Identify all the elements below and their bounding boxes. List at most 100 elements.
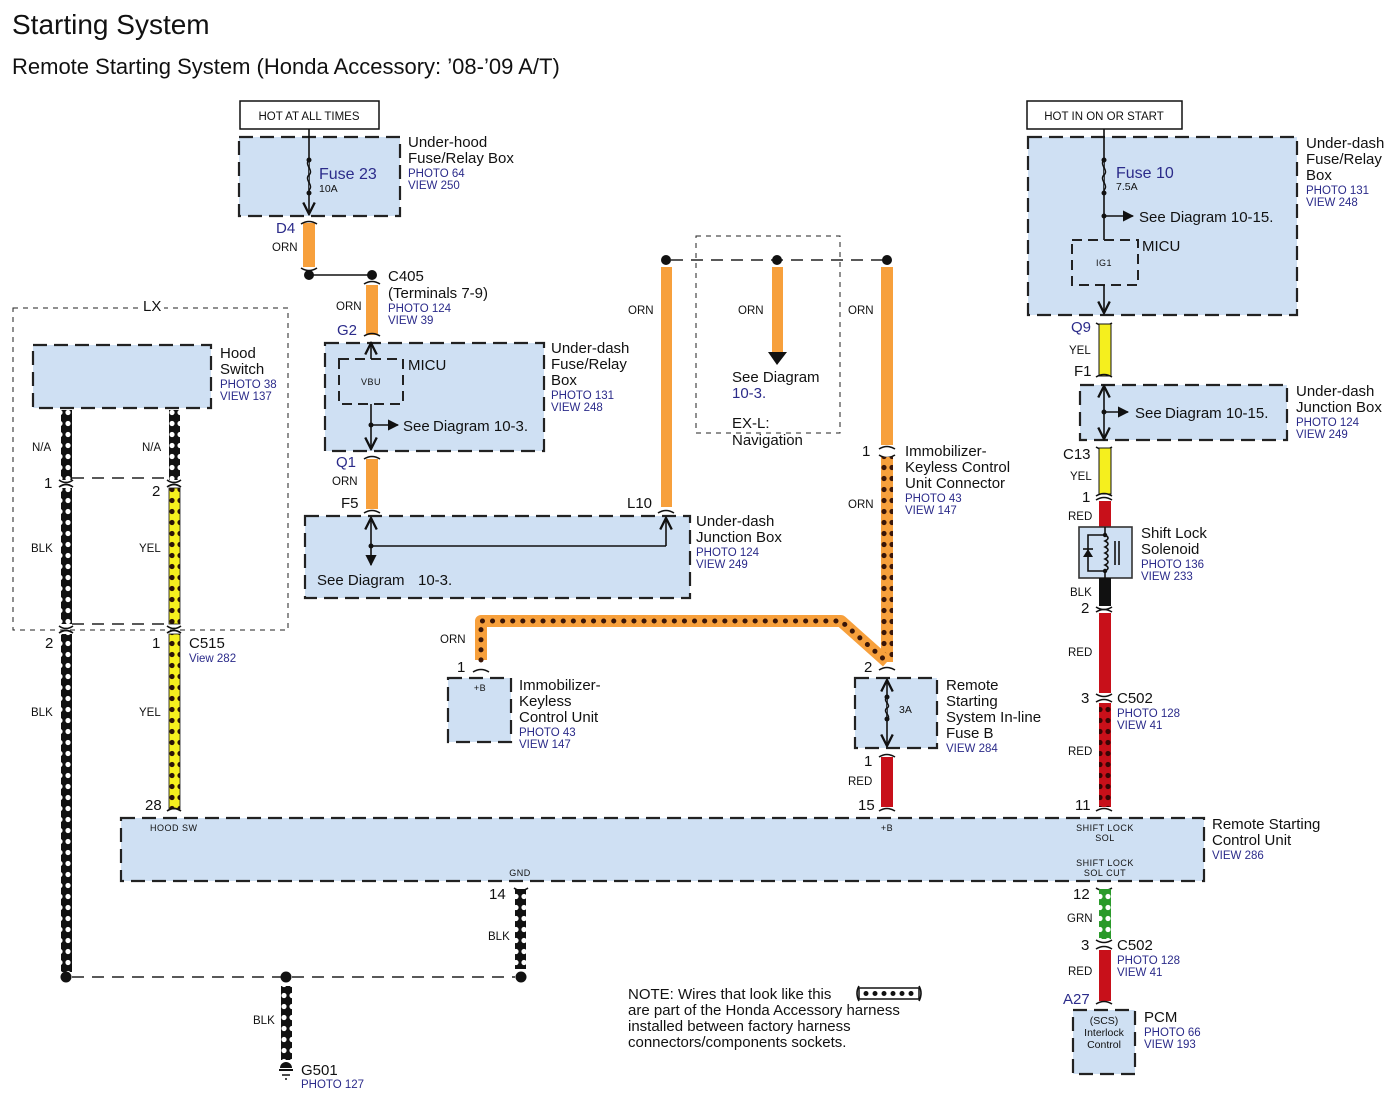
svg-text:PHOTO 128: PHOTO 128 bbox=[1117, 708, 1180, 720]
pin-fuseb-1: 1 bbox=[864, 753, 872, 770]
svg-text:Diagram 10-15.: Diagram 10-15. bbox=[1165, 405, 1268, 422]
wire-c502-rsu-red bbox=[1099, 703, 1111, 807]
svg-text:VIEW 249: VIEW 249 bbox=[696, 559, 748, 571]
svg-text:GND: GND bbox=[509, 868, 531, 878]
svg-text:Fuse/Relay: Fuse/Relay bbox=[1306, 151, 1382, 168]
pin-fuseb-2: 2 bbox=[864, 659, 872, 676]
wire-c13-yel bbox=[1098, 447, 1112, 495]
svg-text:VIEW 41: VIEW 41 bbox=[1117, 967, 1162, 979]
svg-text:VIEW 233: VIEW 233 bbox=[1141, 571, 1193, 583]
svg-text:PHOTO 66: PHOTO 66 bbox=[1144, 1027, 1201, 1039]
svg-text:+B: +B bbox=[881, 823, 893, 833]
wire-solenoid-red bbox=[1099, 501, 1111, 528]
underdash-fuse-relay-box-left: VBU MICU See Diagram 10-3. Under-dash Fu… bbox=[323, 340, 629, 453]
svg-text:Under-dash: Under-dash bbox=[1306, 135, 1384, 152]
hot-at-all-times-label: HOT AT ALL TIMES bbox=[239, 100, 380, 130]
svg-text:(SCS): (SCS) bbox=[1090, 1015, 1119, 1027]
svg-text:Immobilizer-: Immobilizer- bbox=[519, 677, 601, 694]
wire-accessory-orn-vertical bbox=[881, 457, 893, 662]
svg-text:PHOTO 131: PHOTO 131 bbox=[1306, 185, 1369, 197]
wire-yel-hood-sw bbox=[168, 633, 181, 810]
pin-l10: L10 bbox=[627, 495, 652, 512]
wire-immobilizer-connector-orn bbox=[881, 267, 893, 445]
svg-text:PHOTO 43: PHOTO 43 bbox=[905, 493, 962, 505]
svg-text:MICU: MICU bbox=[408, 357, 446, 374]
svg-text:ORN: ORN bbox=[628, 305, 654, 317]
pin-c13: C13 bbox=[1063, 446, 1091, 463]
immobilizer-keyless-control-unit-connector: Immobilizer- Keyless Control Unit Connec… bbox=[905, 443, 1010, 517]
svg-text:VIEW 147: VIEW 147 bbox=[905, 505, 957, 517]
ground-g501: G501 PHOTO 127 bbox=[301, 1062, 364, 1091]
svg-text:VIEW 41: VIEW 41 bbox=[1117, 720, 1162, 732]
svg-text:PHOTO 128: PHOTO 128 bbox=[1117, 955, 1180, 967]
svg-text:N/A: N/A bbox=[142, 442, 162, 454]
svg-text:VIEW 137: VIEW 137 bbox=[220, 391, 272, 403]
svg-text:PHOTO 64: PHOTO 64 bbox=[408, 168, 465, 180]
svg-text:View 282: View 282 bbox=[189, 653, 236, 665]
svg-text:SHIFT LOCK: SHIFT LOCK bbox=[1076, 858, 1134, 868]
svg-text:RED: RED bbox=[1068, 647, 1092, 659]
svg-text:Box: Box bbox=[551, 372, 577, 389]
accessory-harness-note: NOTE: Wires that look like this are part… bbox=[628, 985, 922, 1051]
wire-hood-switch-na-right bbox=[169, 410, 180, 480]
svg-text:LX: LX bbox=[143, 298, 161, 315]
svg-text:BLK: BLK bbox=[253, 1015, 275, 1027]
svg-text:PHOTO 124: PHOTO 124 bbox=[388, 303, 452, 315]
wire-accessory-orn-to-immobilizer bbox=[475, 615, 891, 667]
svg-text:System In-line: System In-line bbox=[946, 709, 1041, 726]
accessory-wire-sample-icon bbox=[856, 985, 922, 1002]
wire-g501-blk bbox=[281, 986, 292, 1060]
underdash-junction-box-left: See Diagram 10-3. Under-dash Junction Bo… bbox=[303, 513, 782, 600]
arrow-down-icon bbox=[768, 352, 787, 365]
svg-text:PHOTO 124: PHOTO 124 bbox=[1296, 417, 1360, 429]
svg-text:NOTE: Wires that look like thi: NOTE: Wires that look like this bbox=[628, 986, 831, 1003]
lx-group bbox=[12, 307, 289, 631]
fuse-23-label: Fuse 23 bbox=[319, 166, 377, 183]
svg-text:RED: RED bbox=[1068, 966, 1092, 978]
remote-starting-inline-fuse-b: 3A Remote Starting System In-line Fuse B… bbox=[853, 676, 1041, 755]
svg-text:Interlock: Interlock bbox=[1084, 1027, 1124, 1039]
wire-d4-orn bbox=[303, 223, 315, 267]
wire-blk-lx bbox=[61, 488, 72, 624]
underdash-fuse-relay-box-right: Fuse 10 7.5A See Diagram 10-15. IG1 MICU… bbox=[1026, 129, 1384, 317]
connector-c515: C515 View 282 bbox=[189, 635, 236, 665]
remote-starting-control-unit: HOOD SW +B GND SHIFT LOCK SOL SHIFT LOCK… bbox=[119, 816, 1320, 883]
page-subtitle: Remote Starting System (Honda Accessory:… bbox=[12, 54, 560, 79]
svg-text:Solenoid: Solenoid bbox=[1141, 541, 1199, 558]
svg-text:SOL: SOL bbox=[1095, 833, 1115, 843]
svg-text:See Diagram: See Diagram bbox=[317, 572, 405, 589]
svg-text:ORN: ORN bbox=[738, 305, 764, 317]
wire-gnd-blk bbox=[515, 889, 526, 969]
pin-rsu-14: 14 bbox=[489, 886, 506, 903]
pin-rsu-12: 12 bbox=[1073, 886, 1090, 903]
svg-text:10-3.: 10-3. bbox=[418, 572, 452, 589]
pin-rsu-11: 11 bbox=[1075, 797, 1091, 814]
wire-solenoid-blk bbox=[1099, 578, 1111, 606]
svg-text:BLK: BLK bbox=[31, 543, 53, 555]
connector-c405: C405 (Terminals 7-9) PHOTO 124 VIEW 39 bbox=[388, 268, 488, 327]
svg-text:VIEW 284: VIEW 284 bbox=[946, 743, 998, 755]
svg-text:Fuse/Relay: Fuse/Relay bbox=[551, 356, 627, 373]
pin-rsu-28: 28 bbox=[145, 797, 162, 814]
svg-text:VBU: VBU bbox=[361, 377, 381, 387]
svg-text:PCM: PCM bbox=[1144, 1009, 1177, 1026]
svg-text:Navigation: Navigation bbox=[732, 432, 803, 449]
pin-hood-switch-2: 2 bbox=[152, 483, 160, 500]
svg-text:PHOTO 127: PHOTO 127 bbox=[301, 1079, 364, 1091]
pin-g2: G2 bbox=[337, 322, 357, 339]
wire-yel-lx bbox=[168, 487, 181, 625]
wire-fuseb-red bbox=[881, 757, 893, 807]
svg-text:Immobilizer-: Immobilizer- bbox=[905, 443, 987, 460]
pin-d4: D4 bbox=[276, 220, 295, 237]
svg-text:10-3.: 10-3. bbox=[732, 385, 766, 402]
svg-text:ORN: ORN bbox=[440, 634, 466, 646]
pcm: (SCS) Interlock Control PCM PHOTO 66 VIE… bbox=[1071, 1008, 1201, 1076]
svg-text:Fuse B: Fuse B bbox=[946, 725, 994, 742]
svg-text:YEL: YEL bbox=[139, 707, 161, 719]
underdash-junction-box-right: See Diagram 10-15. Under-dash Junction B… bbox=[1078, 383, 1382, 442]
page-title: Starting System bbox=[12, 9, 210, 40]
fuse-icon bbox=[884, 696, 890, 720]
svg-text:connectors/components sockets.: connectors/components sockets. bbox=[628, 1034, 846, 1051]
svg-text:EX-L:: EX-L: bbox=[732, 415, 770, 432]
